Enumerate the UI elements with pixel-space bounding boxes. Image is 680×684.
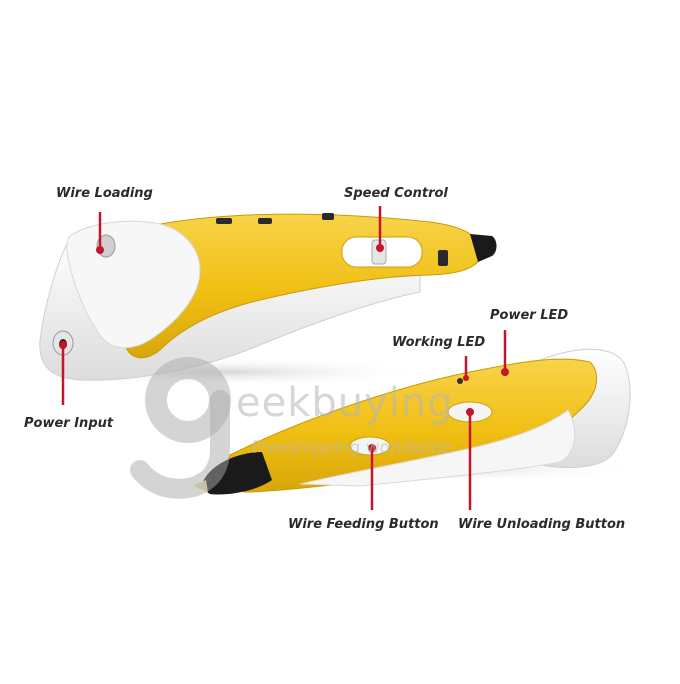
- top-pen: [30, 213, 497, 386]
- label-wire-unloading-button: Wire Unloading Button: [458, 517, 626, 532]
- watermark-tagline: Freeshipping worldwide: [252, 438, 453, 458]
- label-speed-control: Speed Control: [344, 186, 448, 201]
- watermark-logo: [130, 357, 231, 499]
- label-wire-feeding-button: Wire Feeding Button: [288, 517, 439, 532]
- label-power-input: Power Input: [24, 416, 114, 431]
- leader-lines: [61, 206, 507, 510]
- label-working-led: Working LED: [392, 335, 486, 350]
- watermark-brand: eekbuying: [236, 380, 454, 426]
- label-power-led: Power LED: [490, 308, 569, 323]
- label-wire-loading: Wire Loading: [56, 186, 153, 201]
